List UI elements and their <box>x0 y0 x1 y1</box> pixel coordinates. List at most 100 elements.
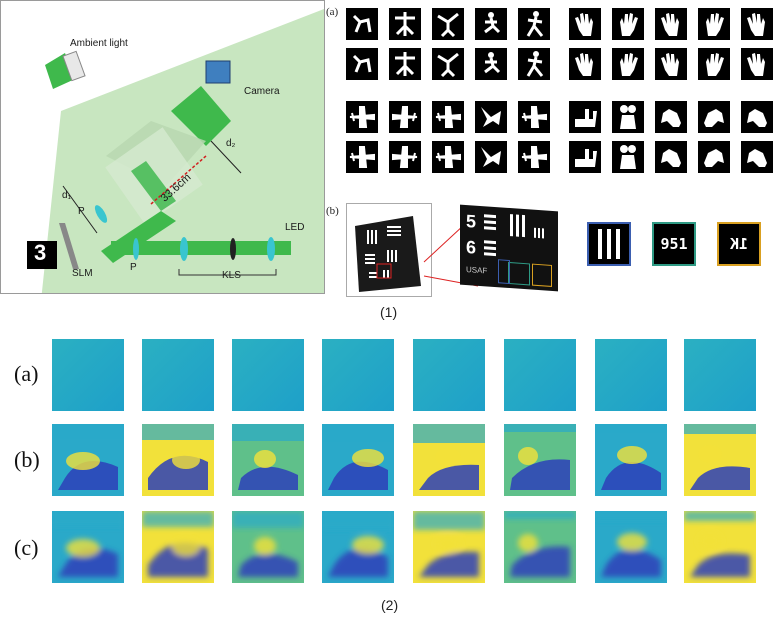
d1-label: d₁ <box>62 190 71 201</box>
reconstruction-deer-image <box>322 511 394 583</box>
animal-tile <box>741 141 773 173</box>
usaf-label: USAF <box>466 264 488 276</box>
dog-tile <box>569 141 601 173</box>
panel-a-tag: (a) <box>326 6 339 18</box>
crop-951: 951 <box>652 222 696 266</box>
hand-tile <box>655 8 687 40</box>
hand-tile <box>569 48 601 80</box>
polarizer-lower-label: P <box>130 262 137 273</box>
animal-tile <box>655 141 687 173</box>
hand-tile <box>741 8 773 40</box>
walker-figure-tile <box>518 48 550 80</box>
ground-truth-deer-image <box>322 424 394 496</box>
caption-figure-1: (1) <box>380 304 398 320</box>
ground-truth-car-image <box>52 424 124 496</box>
airplane-tile <box>346 101 378 133</box>
speckle-car-image <box>52 339 124 411</box>
airplane-tile <box>518 101 550 133</box>
camera <box>171 60 231 146</box>
target-thumbnail-frame <box>346 203 432 297</box>
distance-line <box>150 155 207 205</box>
polarizer-upper-label: P <box>78 206 85 217</box>
row-tag-speckle: (a) <box>14 361 39 386</box>
crop-1k: 1K <box>717 222 761 266</box>
star-figure-tile <box>389 48 421 80</box>
ambient-light-source <box>45 50 86 89</box>
animal-tile <box>698 141 730 173</box>
camera-label: Camera <box>244 86 280 97</box>
speckle-airplane-image <box>595 339 667 411</box>
speckle-truck-image <box>504 339 576 411</box>
hand-tile <box>698 8 730 40</box>
row-tag-ground-truth: (b) <box>14 447 40 472</box>
crop-box-teal <box>508 261 530 286</box>
animal-tile <box>655 101 687 133</box>
d2-arrow <box>210 140 242 174</box>
usaf-target-thumbnail <box>355 216 421 292</box>
airplane-tile <box>432 101 464 133</box>
speckle-ship-image <box>142 339 214 411</box>
bird-tile <box>475 101 507 133</box>
stick-figure-tile <box>346 8 378 40</box>
speckle-frog-image <box>684 339 756 411</box>
crop-box-amber <box>532 263 552 288</box>
slm <box>59 223 79 269</box>
mouse-figure-tile <box>612 101 644 133</box>
airplane-tile <box>346 141 378 173</box>
crop-box-blue <box>498 259 510 285</box>
beam-horizontal <box>111 241 291 255</box>
animal-tile <box>698 101 730 133</box>
hand-tile <box>698 48 730 80</box>
caption-figure-2: (2) <box>381 597 399 613</box>
panel-b-tag: (b) <box>326 205 339 217</box>
setup-drawing <box>27 9 324 293</box>
hand-tile <box>569 8 601 40</box>
polarizer-upper <box>94 205 108 223</box>
walker-figure-tile <box>518 8 550 40</box>
reconstruction-bird-image <box>232 511 304 583</box>
airplane-tile <box>389 141 421 173</box>
ground-truth-truck-image <box>504 424 576 496</box>
kls-label: KLS <box>222 270 241 281</box>
hand-tile <box>612 8 644 40</box>
group-6-label: 6 <box>466 236 477 258</box>
airplane-tile <box>389 101 421 133</box>
digit-display <box>27 241 57 269</box>
reconstruction-dog-image <box>413 511 485 583</box>
dog-tile <box>569 101 601 133</box>
hand-tile <box>741 48 773 80</box>
ground-truth-frog-image <box>684 424 756 496</box>
ground-truth-ship-image <box>142 424 214 496</box>
ground-truth-airplane-image <box>595 424 667 496</box>
row-tag-reconstruction: (c) <box>14 535 39 560</box>
digit-label: 3 <box>34 240 47 265</box>
reconstruction-airplane-image <box>595 511 667 583</box>
speckle-deer-image <box>322 339 394 411</box>
mouse-figure-tile <box>612 141 644 173</box>
reconstruction-truck-image <box>504 511 576 583</box>
d2-label: d₂ <box>226 138 236 149</box>
reconstruction-ship-image <box>142 511 214 583</box>
ambient-light-label: Ambient light <box>70 38 128 49</box>
airplane-tile <box>432 141 464 173</box>
optical-setup-diagram: Ambient light Camera d₁ d₂ P 33.6cm LED … <box>0 0 325 294</box>
beam-upper <box>131 161 176 211</box>
bar-pattern-icon <box>598 229 620 259</box>
runner-figure-tile <box>475 8 507 40</box>
ground-truth-bird-image <box>232 424 304 496</box>
reconstruction-car-image <box>52 511 124 583</box>
usaf-target-zoom: 5 6 USAF <box>460 204 558 292</box>
dancer-figure-tile <box>432 8 464 40</box>
slm-label: SLM <box>72 268 93 279</box>
kls-lens-3 <box>267 237 275 261</box>
d1-arrow <box>62 185 98 234</box>
ground-truth-dog-image <box>413 424 485 496</box>
dancer-figure-tile <box>432 48 464 80</box>
bar-groups <box>484 214 544 257</box>
polarizer-lower <box>133 238 139 260</box>
crop-bars <box>587 222 631 266</box>
speckle-bird-image <box>232 339 304 411</box>
hand-tile <box>612 48 644 80</box>
kls-lens-1 <box>180 237 188 261</box>
airplane-tile <box>518 141 550 173</box>
